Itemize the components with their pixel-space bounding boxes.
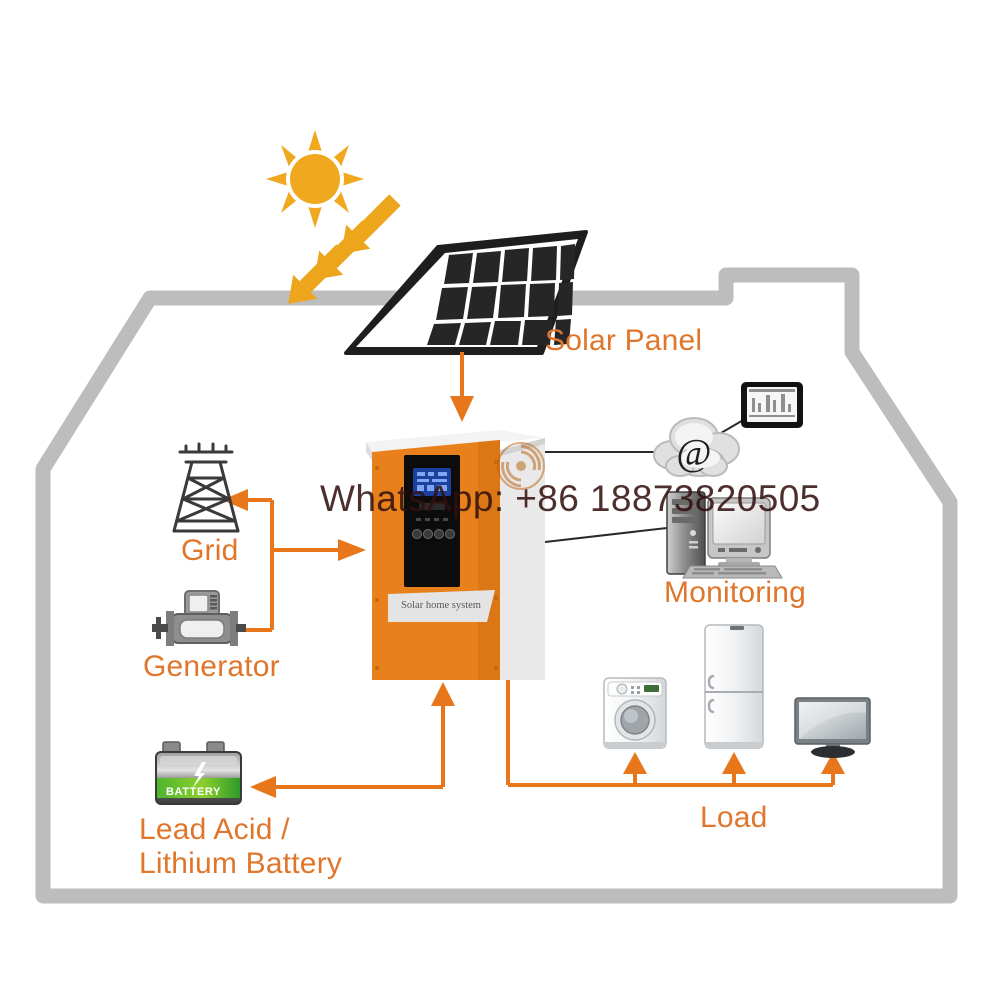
- house-outline: [35, 267, 958, 904]
- label-monitoring: Monitoring: [664, 576, 807, 609]
- sun-ray-arrows: [288, 194, 401, 304]
- inverter-buttons[interactable]: [412, 529, 455, 539]
- washing-machine-icon: [603, 677, 667, 749]
- sun-icon: [266, 130, 364, 228]
- solar-panel-icon: [344, 230, 588, 355]
- flow-inverter-to-battery: [250, 682, 455, 798]
- tablet-icon: [741, 382, 803, 428]
- flow-panel-to-inverter: [450, 352, 474, 422]
- label-solar-panel: Solar Panel: [545, 324, 703, 357]
- inverter-fan-vent: [497, 442, 545, 490]
- label-grid: Grid: [181, 534, 239, 567]
- label-generator: Generator: [143, 650, 280, 683]
- flow-load-branches: [623, 752, 845, 785]
- battery-label-text: BATTERY: [166, 786, 221, 798]
- internet-cloud-icon: @: [653, 417, 740, 477]
- flow-inverter-to-grid: [222, 489, 274, 630]
- flow-inverter-to-load: [506, 676, 833, 787]
- television-icon: [794, 697, 871, 758]
- label-load: Load: [700, 801, 768, 834]
- label-battery: Lead Acid / Lithium Battery: [139, 813, 343, 880]
- at-symbol: @: [677, 432, 712, 474]
- refrigerator-icon: [704, 624, 764, 749]
- inverter-brand-plate: Solar home system: [401, 600, 481, 611]
